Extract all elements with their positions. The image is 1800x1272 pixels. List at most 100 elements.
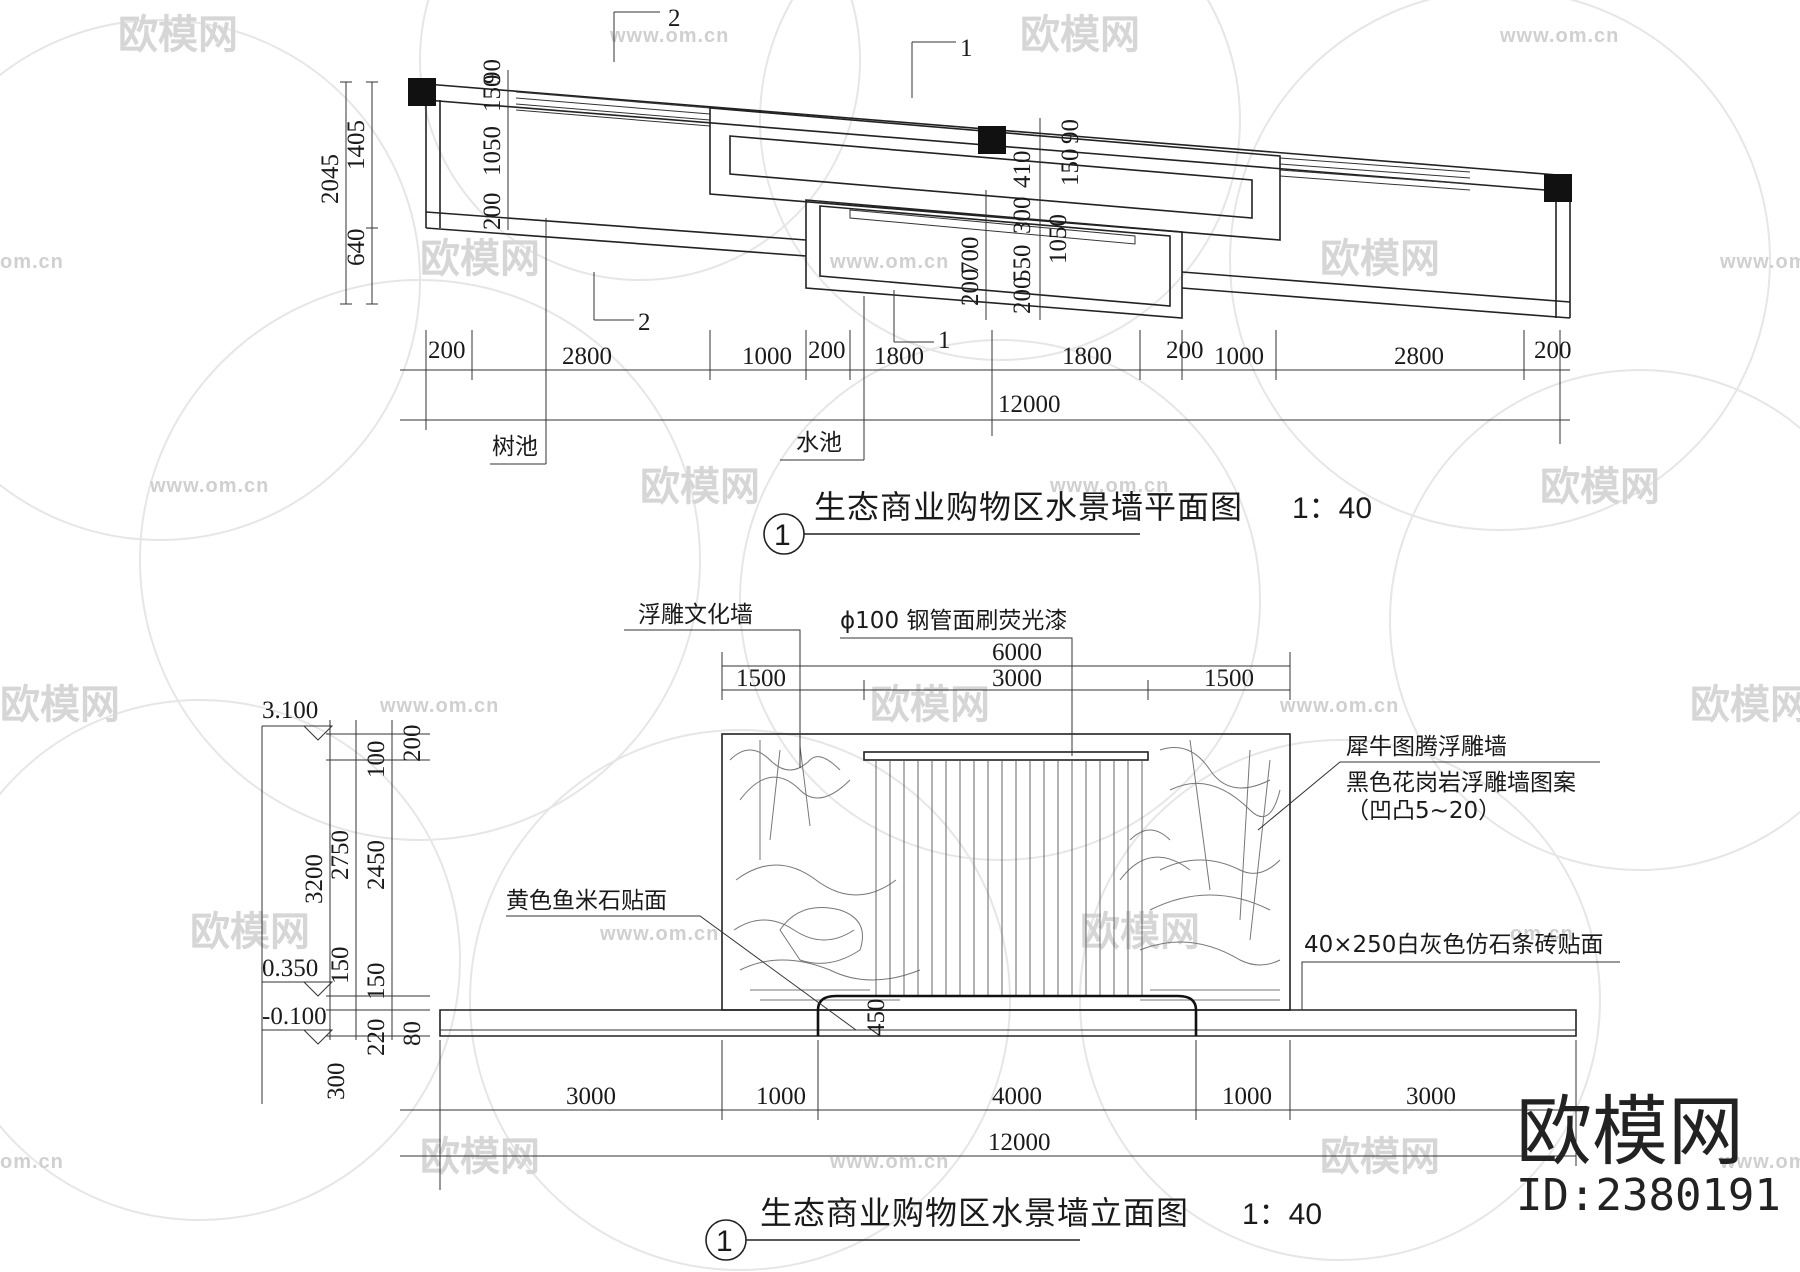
- plan-stripe: [515, 103, 711, 121]
- watermark-url: www.om.cn: [829, 251, 949, 273]
- elev-title: 生态商业购物区水景墙立面图: [760, 1194, 1189, 1232]
- elev-label-steel-pipe: ϕ100 钢管面刷荧光漆: [840, 608, 1067, 634]
- elev-dim-text: 1000: [1222, 1083, 1272, 1110]
- plan-view: 2 1 2 1 2045 1405 640 1050 150 90 200 90…: [317, 5, 1572, 555]
- brand-id: ID:2380191: [1516, 1170, 1781, 1221]
- elev-label-relief-wall: 浮雕文化墙: [638, 602, 753, 628]
- elev-dim-text: 1000: [756, 1083, 806, 1110]
- elev-label-strip-brick: 40×250白灰色仿石条砖贴面: [1304, 932, 1603, 958]
- plan-stripe: [1279, 157, 1471, 173]
- plan-wall-front: [425, 211, 807, 241]
- elev-top-dim-ticks: [721, 652, 1291, 700]
- plan-section-label: 1: [960, 35, 973, 62]
- watermark-url: www.om.cn: [1049, 475, 1169, 497]
- elev-pool-basin: [816, 994, 1198, 1036]
- elev-dim-text: 150: [327, 947, 354, 985]
- elev-leader-relief-wall: [624, 629, 801, 768]
- plan-wall-front-inner: [425, 227, 807, 257]
- plan-dim-1405: [366, 81, 378, 305]
- elev-dim-text: 3000: [566, 1083, 616, 1110]
- plan-dim-text: 1405: [343, 120, 370, 170]
- plan-center-planter: [709, 107, 1281, 241]
- plan-dim-text: 200: [1009, 277, 1036, 315]
- elev-leader-fish-stone: [506, 915, 857, 1031]
- elev-level-text: 0.350: [262, 955, 318, 982]
- watermark-logo: 欧模网: [0, 682, 120, 728]
- elev-dim-text: 300: [323, 1063, 350, 1101]
- elev-label-rhino: 犀牛图腾浮雕墙: [1346, 734, 1507, 760]
- elev-dim-text: 100: [363, 741, 390, 779]
- elev-label-granite: 黑色花岗岩浮雕墙图案: [1346, 770, 1576, 796]
- elev-steel-pipe: [863, 751, 1149, 761]
- watermark-url: www.om.cn: [1499, 25, 1619, 47]
- elev-label-concave: （凹凸5~20）: [1346, 798, 1501, 824]
- plan-leader-tree-pit: [490, 218, 547, 465]
- elev-level-text: 3.100: [262, 697, 318, 724]
- plan-index: 1: [774, 519, 791, 552]
- watermark-logo: 欧模网: [870, 682, 990, 728]
- watermark-url: www.om.cn: [149, 475, 269, 497]
- elev-dim-text: 220: [363, 1019, 390, 1057]
- plan-wall-front-right: [1181, 271, 1571, 303]
- watermark-logo: 欧模网: [1690, 682, 1800, 728]
- elev-level-marker: [262, 1029, 334, 1045]
- watermark-url: www.om.cn: [829, 1151, 949, 1173]
- plan-post: [408, 78, 436, 106]
- plan-dim-text: 200: [428, 337, 466, 364]
- plan-total-dim: 12000: [998, 391, 1061, 418]
- elev-dim-text: 3200: [301, 854, 328, 904]
- watermark-url: om.cn: [0, 251, 64, 273]
- plan-stripe: [515, 97, 711, 115]
- watermark-logo: 欧模网: [640, 464, 760, 510]
- elevation-view: 6000 1500 3000 1500 3.100 0.350 -0.100 3…: [261, 602, 1620, 1261]
- plan-dim-text: 90: [1057, 119, 1084, 144]
- elev-dim-text: 200: [399, 725, 426, 763]
- plan-dim-text: 2045: [317, 154, 344, 204]
- elev-bottom-dim-rows: [400, 1109, 1576, 1157]
- plan-title: 生态商业购物区水景墙平面图: [814, 488, 1243, 526]
- elev-base: [439, 1009, 1577, 1037]
- plan-dim-text: 1800: [1062, 343, 1112, 370]
- elev-total-dim: 12000: [988, 1129, 1051, 1156]
- watermark-url: www.om.cn: [1719, 251, 1800, 273]
- plan-pool: [805, 199, 1183, 319]
- plan-section-mark-1b: [893, 290, 934, 343]
- plan-dim-text: 1050: [1045, 214, 1072, 264]
- plan-dim-text: 1050: [479, 126, 506, 176]
- elev-dim-center: 450: [863, 999, 890, 1037]
- elev-relief-pattern: [729, 739, 1281, 1001]
- elev-dim-text: 150: [363, 963, 390, 1001]
- elev-dim-text: 1500: [736, 665, 786, 692]
- elev-bottom-dim-ticks: [439, 1040, 1577, 1190]
- plan-dim-text: 2800: [1394, 343, 1444, 370]
- plan-dim-text: 200: [957, 269, 984, 307]
- plan-dim-text: 1000: [742, 343, 792, 370]
- plan-section-label: 1: [938, 327, 951, 354]
- plan-section-label: 2: [638, 309, 651, 336]
- plan-pool-inner: [819, 205, 1171, 307]
- brand-stamp: 欧模网 ID:2380191: [1516, 1087, 1781, 1221]
- elev-label-fish-stone: 黄色鱼米石贴面: [506, 888, 667, 914]
- elev-level-marker: [262, 725, 334, 741]
- watermark-logo: 欧模网: [118, 12, 238, 58]
- plan-dim-text: 1000: [1214, 343, 1264, 370]
- plan-scale: 1：40: [1292, 492, 1372, 525]
- plan-dim-ticks: [425, 330, 1561, 444]
- plan-stripe: [515, 91, 711, 109]
- elev-left-dim-lines: [326, 720, 430, 1040]
- brand-logo: 欧模网: [1516, 1087, 1744, 1176]
- watermark-logo: 欧模网: [1540, 464, 1660, 510]
- watermark-url: www.om.cn: [1719, 1151, 1800, 1173]
- plan-center-planter-inner: [729, 135, 1253, 219]
- plan-dim-text: 200: [479, 193, 506, 231]
- plan-stripe: [515, 109, 711, 127]
- watermark-logo: 欧模网: [420, 236, 540, 282]
- plan-label-tree-pit: 树池: [492, 434, 538, 460]
- elev-top-dim-rows: [722, 665, 1290, 691]
- plan-label-pool: 水池: [796, 430, 842, 456]
- elev-dim-text: 1500: [1204, 665, 1254, 692]
- elev-leader-steel-pipe: [840, 637, 1073, 756]
- plan-section-mark-2b: [593, 272, 634, 321]
